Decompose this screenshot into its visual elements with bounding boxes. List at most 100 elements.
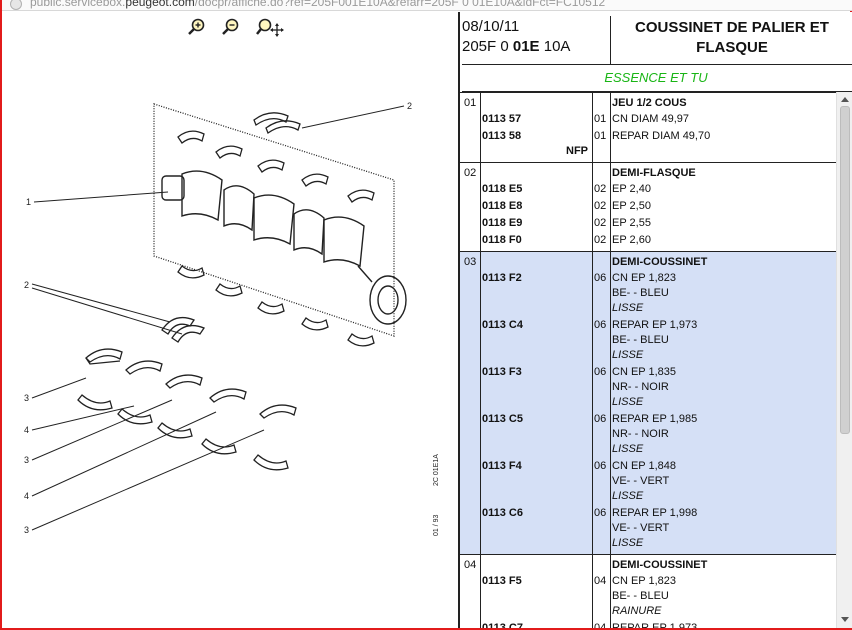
part-finish: LISSE (612, 537, 644, 549)
page-title: COUSSINET DE PALIER ET FLASQUE (635, 19, 829, 56)
part-description: VE- - VERT (612, 522, 670, 534)
part-reference: 0113 F3 (482, 366, 522, 378)
column-divider (610, 93, 611, 163)
group-title: DEMI-COUSSINET (612, 256, 708, 268)
group-number: 04 (464, 559, 477, 571)
part-description: BE- - BLEU (612, 590, 669, 602)
diagram-toolbar (2, 12, 458, 40)
address-bar[interactable]: public.servicebox.peugeot.com/docpr/affi… (2, 0, 852, 11)
part-description: NR- - NOIR (612, 381, 669, 393)
callout-label: 3 (24, 525, 29, 535)
group-title: DEMI-COUSSINET (612, 559, 708, 571)
part-reference: 0118 E8 (482, 200, 523, 212)
parts-pane: 08/10/11 205F 0 01E 10A COUSSINET DE PAL… (458, 12, 852, 628)
column-divider (592, 163, 593, 252)
part-reference: 0113 C6 (482, 507, 523, 519)
lower-shells (77, 348, 297, 471)
column-divider (480, 93, 481, 163)
callout-label: 2 (407, 101, 412, 111)
part-reference: 0113 F5 (482, 575, 522, 587)
scroll-up-icon[interactable] (840, 95, 850, 105)
part-description: EP 2,55 (612, 217, 651, 229)
url-text[interactable]: public.servicebox.peugeot.com/docpr/affi… (30, 0, 606, 9)
upper-shells (177, 112, 375, 203)
part-quantity: 04 (594, 622, 607, 628)
date-text: 08/10/11 (462, 18, 520, 35)
part-description: REPAR EP 1,973 (612, 319, 698, 331)
part-reference: 0113 F4 (482, 460, 522, 472)
callout-label: 3 (24, 393, 29, 403)
group-number: 03 (464, 256, 477, 268)
callout-label: 4 (24, 491, 29, 501)
column-divider (610, 163, 611, 252)
part-finish: LISSE (612, 302, 644, 314)
part-reference: 0113 C7 (482, 622, 523, 628)
part-quantity: 06 (594, 272, 607, 284)
scroll-thumb[interactable] (840, 106, 850, 434)
part-quantity: 02 (594, 200, 607, 212)
part-reference: 0113 F2 (482, 272, 522, 284)
zoom-out-icon[interactable] (220, 17, 242, 37)
part-reference: 0118 F0 (482, 234, 522, 246)
part-description: NR- - NOIR (612, 428, 669, 440)
column-divider (592, 93, 593, 163)
part-quantity: 02 (594, 217, 607, 229)
part-description: BE- - BLEU (612, 334, 669, 346)
part-quantity: 04 (594, 575, 607, 587)
part-description: VE- - VERT (612, 475, 670, 487)
part-quantity: 02 (594, 183, 607, 195)
part-finish: RAINURE (612, 605, 662, 617)
group-number: 01 (464, 97, 477, 109)
part-quantity: 01 (594, 113, 607, 125)
part-reference: 0113 58 (482, 130, 522, 142)
thrust-washers (161, 316, 205, 343)
part-quantity: 06 (594, 413, 607, 425)
callout-label: 2 (24, 280, 29, 290)
column-divider (480, 163, 481, 252)
plate-lower-shells (177, 265, 375, 347)
engine-type: ESSENCE ET TU (604, 70, 708, 85)
callout-label: 3 (24, 455, 29, 465)
part-description: REPAR EP 1,985 (612, 413, 698, 425)
zoom-in-icon[interactable] (186, 17, 208, 37)
diagram-pane: 1 2 2 3 4 3 4 3 01 / 93 2C 01E1A (2, 12, 458, 628)
leader-lines (31, 105, 405, 531)
part-description: CN EP 1,823 (612, 575, 677, 587)
part-description: CN EP 1,848 (612, 460, 677, 472)
part-description: REPAR EP 1,973 (612, 622, 698, 628)
part-reference: 0113 C4 (482, 319, 523, 331)
crankshaft (161, 170, 407, 325)
zoom-pan-icon[interactable] (256, 17, 284, 37)
group-number: 02 (464, 167, 477, 179)
part-description: REPAR EP 1,998 (612, 507, 698, 519)
part-finish: LISSE (612, 349, 644, 361)
part-quantity: 06 (594, 507, 607, 519)
scroll-down-icon[interactable] (840, 614, 850, 624)
group-title: JEU 1/2 COUS (612, 97, 687, 109)
exploded-diagram[interactable]: 1 2 2 3 4 3 4 3 01 / 93 2C 01E1A (2, 40, 458, 628)
part-description: CN EP 1,835 (612, 366, 677, 378)
part-quantity: 06 (594, 460, 607, 472)
part-reference: 0113 C5 (482, 413, 523, 425)
nfp-label: NFP (566, 145, 588, 157)
part-quantity: 01 (594, 130, 607, 142)
scrollbar[interactable] (836, 92, 852, 628)
column-divider (592, 252, 593, 555)
diagram-ref-text: 2C 01E1A (433, 454, 440, 486)
part-description: EP 2,50 (612, 200, 651, 212)
diagram-date-text: 01 / 93 (433, 514, 440, 536)
part-reference: 0118 E5 (482, 183, 523, 195)
part-description: CN DIAM 49,97 (612, 113, 690, 125)
part-description: REPAR DIAM 49,70 (612, 130, 711, 142)
part-description: EP 2,60 (612, 234, 651, 246)
part-quantity: 06 (594, 366, 607, 378)
column-divider (480, 555, 481, 628)
divider (462, 64, 852, 65)
part-finish: LISSE (612, 396, 644, 408)
